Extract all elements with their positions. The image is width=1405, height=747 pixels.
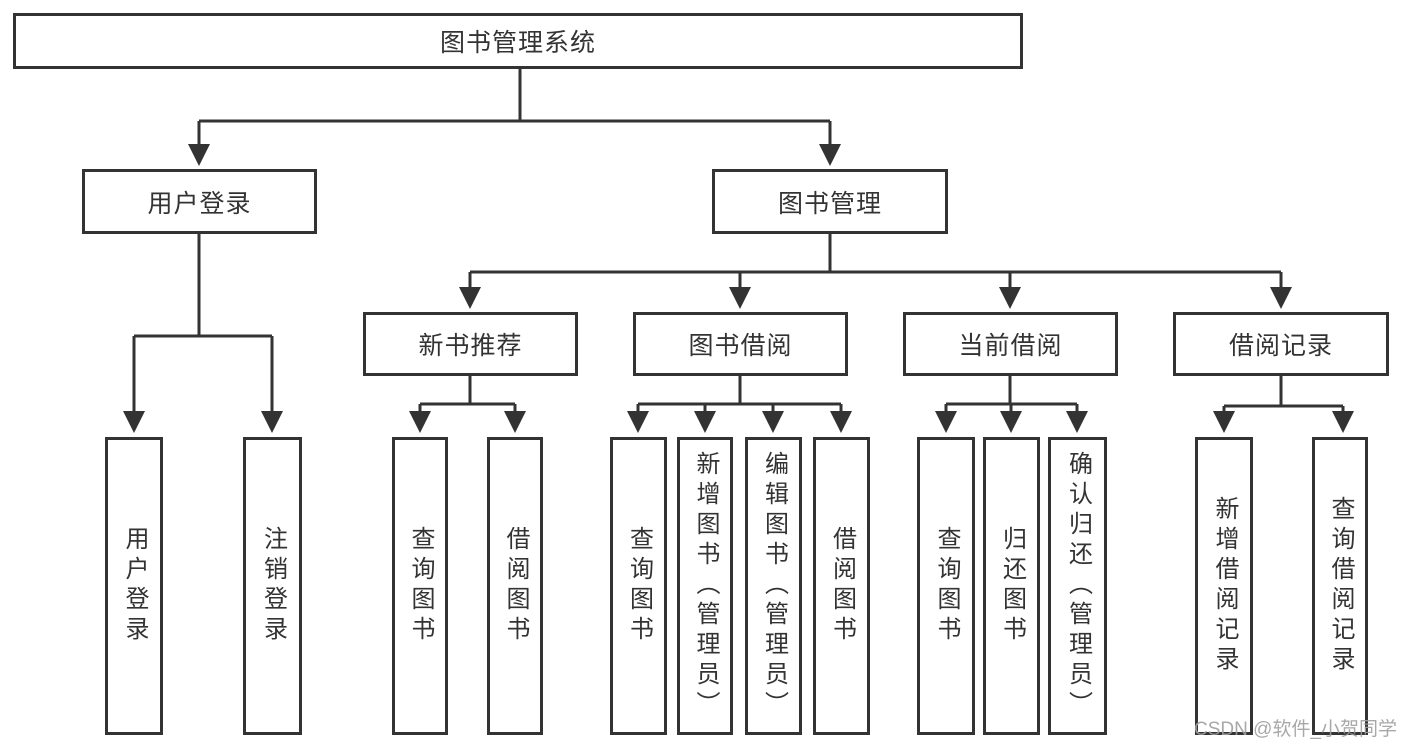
leaf-borrow-books-recommend: 借阅图书 [487,437,543,735]
node-user-login-label: 用户登录 [147,189,252,218]
leaf-query-books-borrow: 查询图书 [610,437,667,735]
leaf-query-books-current-label: 查询图书 [933,526,960,646]
node-current-borrow: 当前借阅 [903,312,1118,376]
leaf-logout-login: 注销登录 [243,437,302,735]
node-new-book-recommend: 新书推荐 [363,312,578,376]
node-book-management: 图书管理 [712,169,948,234]
leaf-query-books-borrow-label: 查询图书 [625,526,653,646]
leaf-user-login-label: 用户登录 [121,526,148,646]
node-root-label: 图书管理系统 [439,29,596,57]
leaf-query-books-recommend: 查询图书 [392,437,448,735]
node-borrow-records: 借阅记录 [1173,312,1389,376]
leaf-confirm-return-admin-label: 确认归还（管理员） [1064,451,1092,721]
leaf-user-login: 用户登录 [105,437,163,735]
node-book-borrow-label: 图书借阅 [688,332,793,360]
leaf-borrow-books-borrow: 借阅图书 [813,437,870,735]
leaf-confirm-return-admin: 确认归还（管理员） [1048,437,1107,735]
node-book-management-label: 图书管理 [777,189,882,218]
leaf-edit-books-admin-label: 编辑图书（管理员） [760,451,788,721]
leaf-query-borrow-record: 查询借阅记录 [1312,437,1368,735]
leaf-add-books-admin-label: 新增图书（管理员） [692,451,719,721]
leaf-logout-login-label: 注销登录 [259,526,287,646]
node-borrow-records-label: 借阅记录 [1228,332,1333,360]
leaf-return-books-label: 归还图书 [998,526,1026,646]
node-current-borrow-label: 当前借阅 [958,332,1063,360]
leaf-edit-books-admin: 编辑图书（管理员） [745,437,802,735]
leaf-borrow-books-borrow-label: 借阅图书 [828,526,856,646]
node-user-login: 用户登录 [82,169,317,234]
csdn-watermark: CSDN @软件_小贺同学 [1194,719,1397,740]
leaf-query-books-current: 查询图书 [917,437,975,735]
leaf-borrow-books-recommend-label: 借阅图书 [502,526,529,646]
node-new-book-recommend-label: 新书推荐 [418,332,523,360]
leaf-add-borrow-record: 新增借阅记录 [1195,437,1253,735]
leaf-add-books-admin: 新增图书（管理员） [677,437,733,735]
leaf-return-books: 归还图书 [983,437,1040,735]
node-book-borrow: 图书借阅 [633,312,848,376]
node-root: 图书管理系统 [13,13,1023,69]
leaf-add-borrow-record-label: 新增借阅记录 [1211,496,1238,676]
leaf-query-borrow-record-label: 查询借阅记录 [1327,496,1354,676]
leaf-query-books-recommend-label: 查询图书 [407,526,434,646]
